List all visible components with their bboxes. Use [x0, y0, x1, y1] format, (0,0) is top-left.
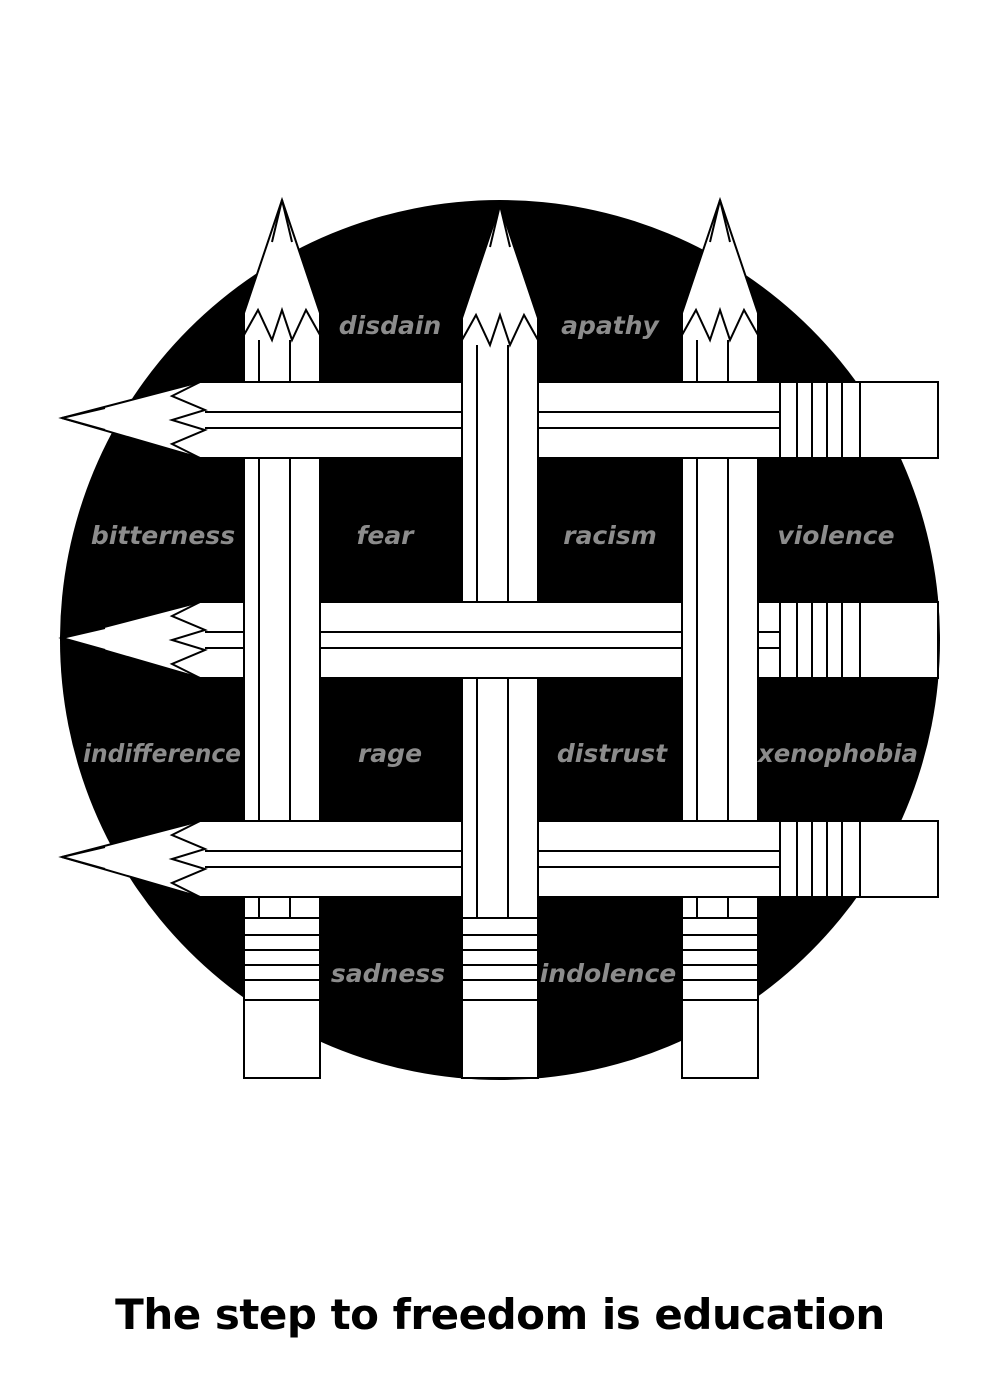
pencil-horizontal-top: [58, 381, 939, 459]
word-disdain: disdain: [339, 311, 441, 340]
word-fear: fear: [356, 521, 415, 550]
pencil-horizontal-bottom: [58, 820, 939, 898]
weave-right-over-middle: [681, 601, 759, 679]
word-racism: racism: [563, 521, 657, 550]
pencil-horizontal-middle: [58, 601, 939, 679]
word-indolence: indolence: [540, 959, 677, 988]
pencil-lattice: [58, 196, 939, 1079]
word-xenophobia: xenophobia: [756, 739, 918, 768]
word-distrust: distrust: [557, 739, 668, 768]
word-apathy: apathy: [561, 311, 660, 340]
word-bitterness: bitterness: [91, 521, 235, 550]
word-indifference: indifference: [83, 739, 241, 768]
weave-middle-over-bottom: [461, 820, 539, 898]
weave-middle-over-top: [461, 381, 539, 459]
word-rage: rage: [358, 739, 422, 768]
poster-caption: The step to freedom is education: [115, 1290, 885, 1339]
word-violence: violence: [777, 521, 894, 550]
word-sadness: sadness: [331, 959, 445, 988]
weave-left-over-middle: [243, 601, 321, 679]
word-labels: disdain apathy bitterness fear racism vi…: [83, 311, 918, 988]
